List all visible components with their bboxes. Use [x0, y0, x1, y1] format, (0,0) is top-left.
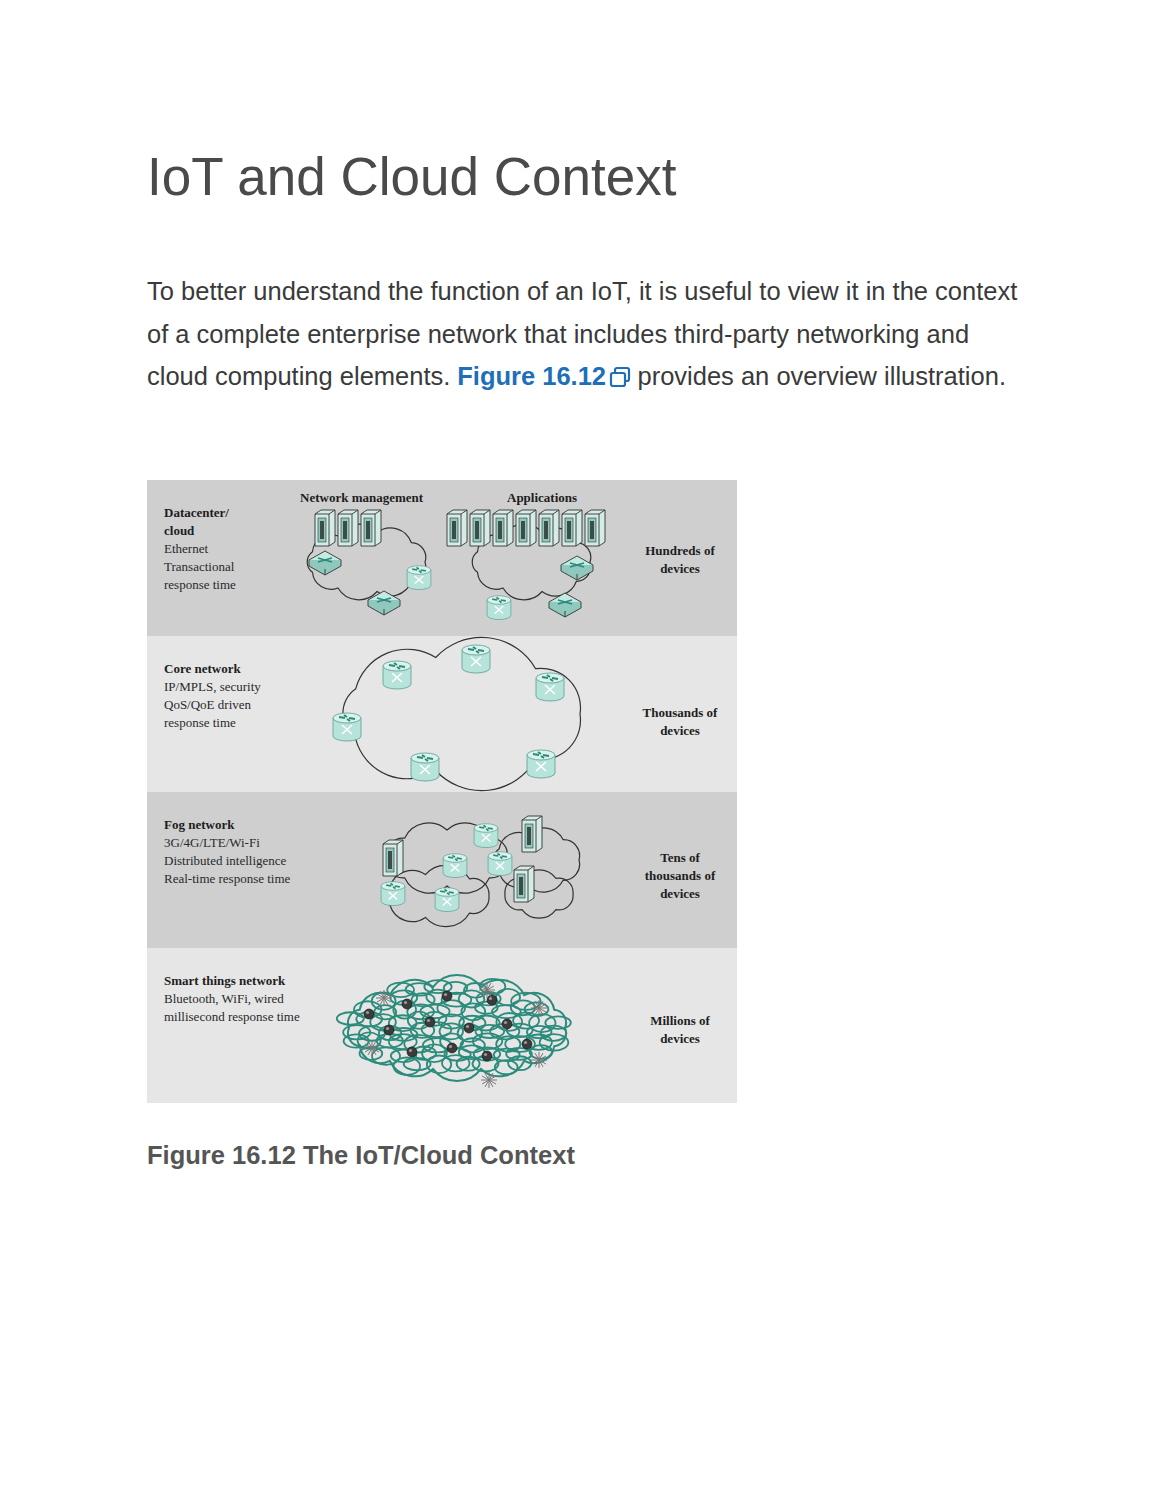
- group-label: Network management: [300, 490, 423, 506]
- network-tier-band: Fog network3G/4G/LTE/Wi-FiDistributed in…: [147, 792, 737, 948]
- network-tier-band: Core networkIP/MPLS, securityQoS/QoE dri…: [147, 636, 737, 792]
- server-icon: [315, 510, 335, 546]
- cloud-outline: [348, 975, 566, 1081]
- router-icon: [381, 882, 405, 906]
- router-icon: [443, 854, 467, 878]
- server-icon: [562, 510, 582, 546]
- server-icon: [539, 510, 559, 546]
- group-label: Applications: [507, 490, 577, 506]
- tier-description: Core networkIP/MPLS, securityQoS/QoE dri…: [164, 660, 288, 732]
- switch-icon: [561, 556, 593, 580]
- router-icon: [383, 661, 411, 689]
- server-icon: [493, 510, 513, 546]
- intro-paragraph: To better understand the function of an …: [147, 270, 1027, 398]
- server-icon: [338, 510, 358, 546]
- device-count: Millions of devices: [642, 1012, 718, 1048]
- router-icon: [333, 713, 361, 741]
- figure-caption: Figure 16.12 The IoT/Cloud Context: [147, 1141, 575, 1170]
- switch-icon: [549, 593, 581, 617]
- router-icon: [435, 888, 459, 912]
- server-icon: [470, 510, 490, 546]
- tier-property: 3G/4G/LTE/Wi-Fi: [164, 834, 324, 852]
- popup-icon: [609, 366, 631, 388]
- paragraph-text: provides an overview illustration.: [637, 362, 1006, 390]
- server-icon: [516, 510, 536, 546]
- network-tier-band: Smart things networkBluetooth, WiFi, wir…: [147, 948, 737, 1103]
- tier-illustration: [147, 948, 737, 1103]
- page-title: IoT and Cloud Context: [147, 146, 676, 207]
- tier-description: Fog network3G/4G/LTE/Wi-FiDistributed in…: [164, 816, 324, 888]
- router-icon: [407, 566, 431, 590]
- tier-property: millisecond response time: [164, 1008, 334, 1026]
- switch-icon: [368, 591, 400, 615]
- router-icon: [474, 824, 498, 848]
- router-icon: [462, 645, 490, 673]
- tier-property: Distributed intelligence: [164, 852, 324, 870]
- tier-property: IP/MPLS, security: [164, 678, 288, 696]
- tier-heading: Datacenter/ cloud: [164, 504, 262, 540]
- device-count: Tens of thousands of devices: [642, 849, 718, 903]
- tier-property: Bluetooth, WiFi, wired: [164, 990, 334, 1008]
- device-count: Hundreds of devices: [642, 542, 718, 578]
- server-icon: [361, 510, 381, 546]
- tier-property: Ethernet: [164, 540, 262, 558]
- router-icon: [527, 750, 555, 778]
- figure: Datacenter/ cloudEthernetTransactional r…: [147, 480, 737, 1103]
- tier-heading: Smart things network: [164, 972, 334, 990]
- tier-description: Smart things networkBluetooth, WiFi, wir…: [164, 972, 334, 1026]
- router-icon: [488, 852, 512, 876]
- tier-heading: Core network: [164, 660, 288, 678]
- router-icon: [536, 673, 564, 701]
- router-icon: [487, 596, 511, 620]
- switch-icon: [309, 551, 341, 575]
- server-icon: [447, 510, 467, 546]
- cloud-outline: [343, 637, 581, 790]
- device-count: Thousands of devices: [642, 704, 718, 740]
- tier-heading: Fog network: [164, 816, 324, 834]
- tier-property: Transactional response time: [164, 558, 262, 594]
- tier-property: QoS/QoE driven response time: [164, 696, 288, 732]
- tier-description: Datacenter/ cloudEthernetTransactional r…: [164, 504, 262, 594]
- figure-link: Figure 16.12: [457, 362, 606, 390]
- network-tier-band: Datacenter/ cloudEthernetTransactional r…: [147, 480, 737, 636]
- device-mesh: [337, 975, 571, 1088]
- tier-property: Real-time response time: [164, 870, 324, 888]
- server-icon: [522, 816, 542, 852]
- server-icon: [383, 840, 403, 876]
- router-icon: [411, 753, 439, 781]
- server-icon: [585, 510, 605, 546]
- server-icon: [514, 866, 534, 902]
